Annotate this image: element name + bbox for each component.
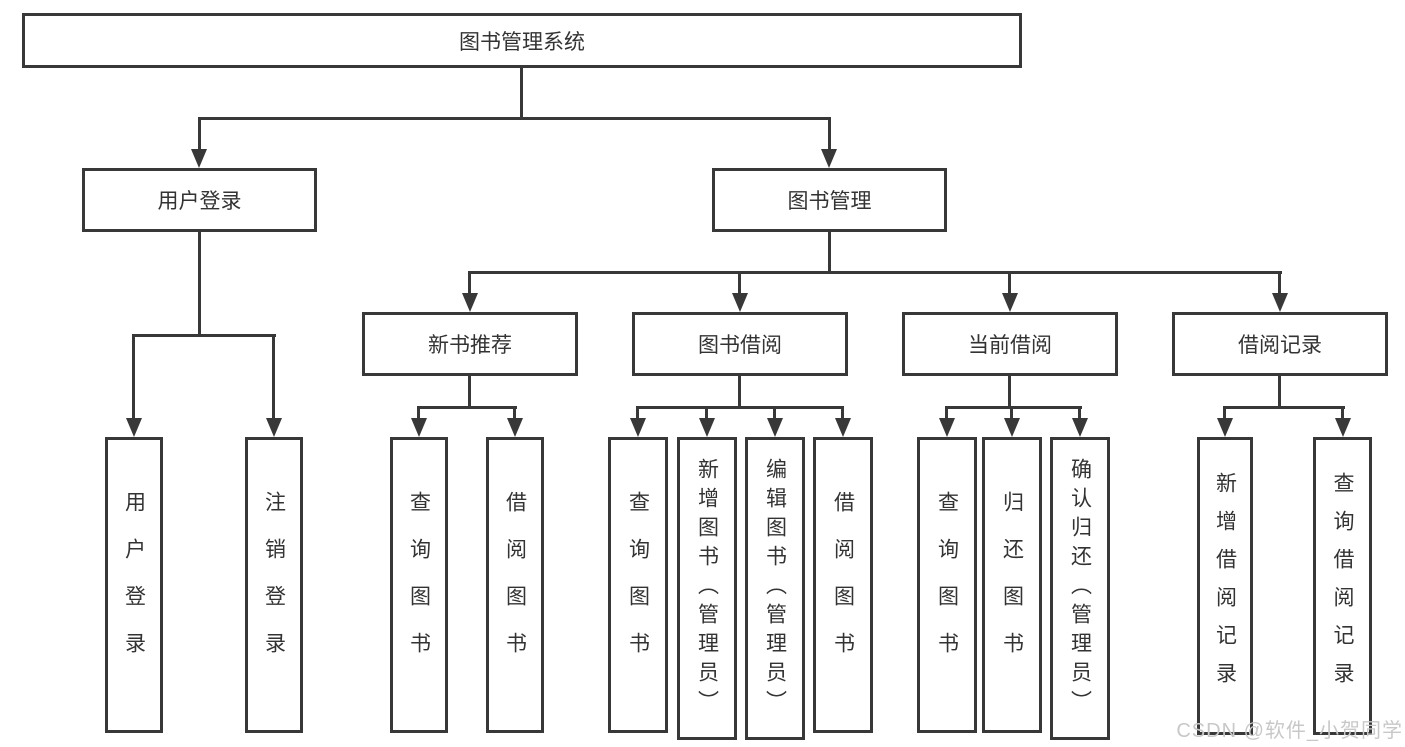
- connector-line: [513, 406, 516, 420]
- connector-line: [1278, 271, 1281, 295]
- connector-line: [468, 376, 471, 408]
- arrow-down-icon: [835, 418, 851, 437]
- node-label: 新增图书（管理员）: [695, 458, 719, 719]
- node-label: 注销登录: [262, 491, 286, 679]
- connector-line: [773, 406, 776, 420]
- connector-line: [1078, 406, 1081, 420]
- node-label: 借阅图书: [831, 491, 855, 679]
- leaf-edit-books-admin: 编辑图书（管理员）: [745, 437, 805, 740]
- arrow-down-icon: [462, 293, 478, 312]
- leaf-query-borrow-record: 查询借阅记录: [1313, 437, 1372, 735]
- connector-line: [828, 117, 831, 150]
- node-label: 图书管理: [787, 190, 872, 213]
- connector-line: [198, 117, 201, 150]
- arrow-down-icon: [1004, 418, 1020, 437]
- arrow-down-icon: [126, 418, 142, 437]
- connector-line: [468, 271, 1282, 274]
- node-current-borrowing: 当前借阅: [902, 312, 1118, 376]
- arrow-down-icon: [1217, 418, 1233, 437]
- leaf-user-login: 用户登录: [105, 437, 163, 733]
- connector-line: [198, 232, 201, 336]
- node-user-login: 用户登录: [82, 168, 317, 232]
- connector-line: [1223, 406, 1345, 409]
- node-label: 归还图书: [1000, 491, 1024, 679]
- connector-line: [1278, 376, 1281, 408]
- arrow-down-icon: [1072, 418, 1088, 437]
- connector-line: [705, 406, 708, 420]
- node-book-management: 图书管理: [712, 168, 947, 232]
- leaf-borrow-books: 借阅图书: [813, 437, 873, 733]
- leaf-add-borrow-record: 新增借阅记录: [1197, 437, 1253, 735]
- leaf-borrow-books-recommend: 借阅图书: [486, 437, 544, 733]
- arrow-down-icon: [821, 149, 837, 168]
- connector-line: [520, 68, 523, 120]
- connector-line: [1010, 406, 1013, 420]
- arrow-down-icon: [767, 418, 783, 437]
- node-label: 新书推荐: [428, 334, 512, 357]
- leaf-return-books: 归还图书: [982, 437, 1042, 733]
- arrow-down-icon: [266, 418, 282, 437]
- arrow-down-icon: [1272, 293, 1288, 312]
- leaf-query-books-current: 查询图书: [917, 437, 977, 733]
- connector-line: [468, 271, 471, 295]
- node-label: 图书管理系统: [459, 30, 585, 54]
- arrow-down-icon: [699, 418, 715, 437]
- connector-line: [1008, 376, 1011, 408]
- node-root: 图书管理系统: [22, 13, 1022, 68]
- leaf-query-books-borrow: 查询图书: [608, 437, 668, 733]
- connector-line: [945, 406, 948, 420]
- arrow-down-icon: [732, 293, 748, 312]
- node-label: 用户登录: [157, 190, 242, 213]
- leaf-add-books-admin: 新增图书（管理员）: [677, 437, 737, 740]
- connector-line: [417, 406, 420, 420]
- connector-line: [417, 406, 517, 409]
- arrow-down-icon: [507, 418, 523, 437]
- connector-line: [945, 406, 1082, 409]
- connector-line: [636, 406, 844, 409]
- connector-line: [841, 406, 844, 420]
- arrow-down-icon: [191, 149, 207, 168]
- connector-line: [738, 376, 741, 408]
- connector-line: [198, 117, 831, 120]
- arrow-down-icon: [1002, 293, 1018, 312]
- node-label: 查询借阅记录: [1331, 472, 1354, 700]
- connector-line: [636, 406, 639, 420]
- connector-line: [132, 334, 135, 420]
- arrow-down-icon: [1335, 418, 1351, 437]
- connector-line: [738, 271, 741, 295]
- connector-line: [1008, 271, 1011, 295]
- node-label: 查询图书: [626, 491, 650, 679]
- connector-line: [272, 334, 275, 420]
- arrow-down-icon: [630, 418, 646, 437]
- node-borrow-records: 借阅记录: [1172, 312, 1388, 376]
- connector-line: [1223, 406, 1226, 420]
- watermark: CSDN @软件_小贺同学: [1176, 720, 1403, 742]
- node-label: 当前借阅: [968, 334, 1052, 357]
- node-book-borrowing: 图书借阅: [632, 312, 848, 376]
- node-label: 借阅记录: [1238, 334, 1322, 357]
- connector-line: [1341, 406, 1344, 420]
- connector-line: [828, 232, 831, 273]
- node-new-book-recommend: 新书推荐: [362, 312, 578, 376]
- node-label: 图书借阅: [698, 334, 782, 357]
- node-label: 编辑图书（管理员）: [763, 458, 787, 719]
- arrow-down-icon: [939, 418, 955, 437]
- node-label: 查询图书: [935, 491, 959, 679]
- connector-line: [132, 334, 276, 337]
- leaf-query-books-recommend: 查询图书: [390, 437, 448, 733]
- leaf-confirm-return-admin: 确认归还（管理员）: [1050, 437, 1110, 740]
- node-label: 用户登录: [122, 491, 146, 679]
- node-label: 新增借阅记录: [1213, 472, 1237, 700]
- node-label: 借阅图书: [503, 491, 527, 679]
- leaf-logout: 注销登录: [245, 437, 303, 733]
- arrow-down-icon: [411, 418, 427, 437]
- node-label: 确认归还（管理员）: [1068, 458, 1092, 719]
- node-label: 查询图书: [407, 491, 431, 679]
